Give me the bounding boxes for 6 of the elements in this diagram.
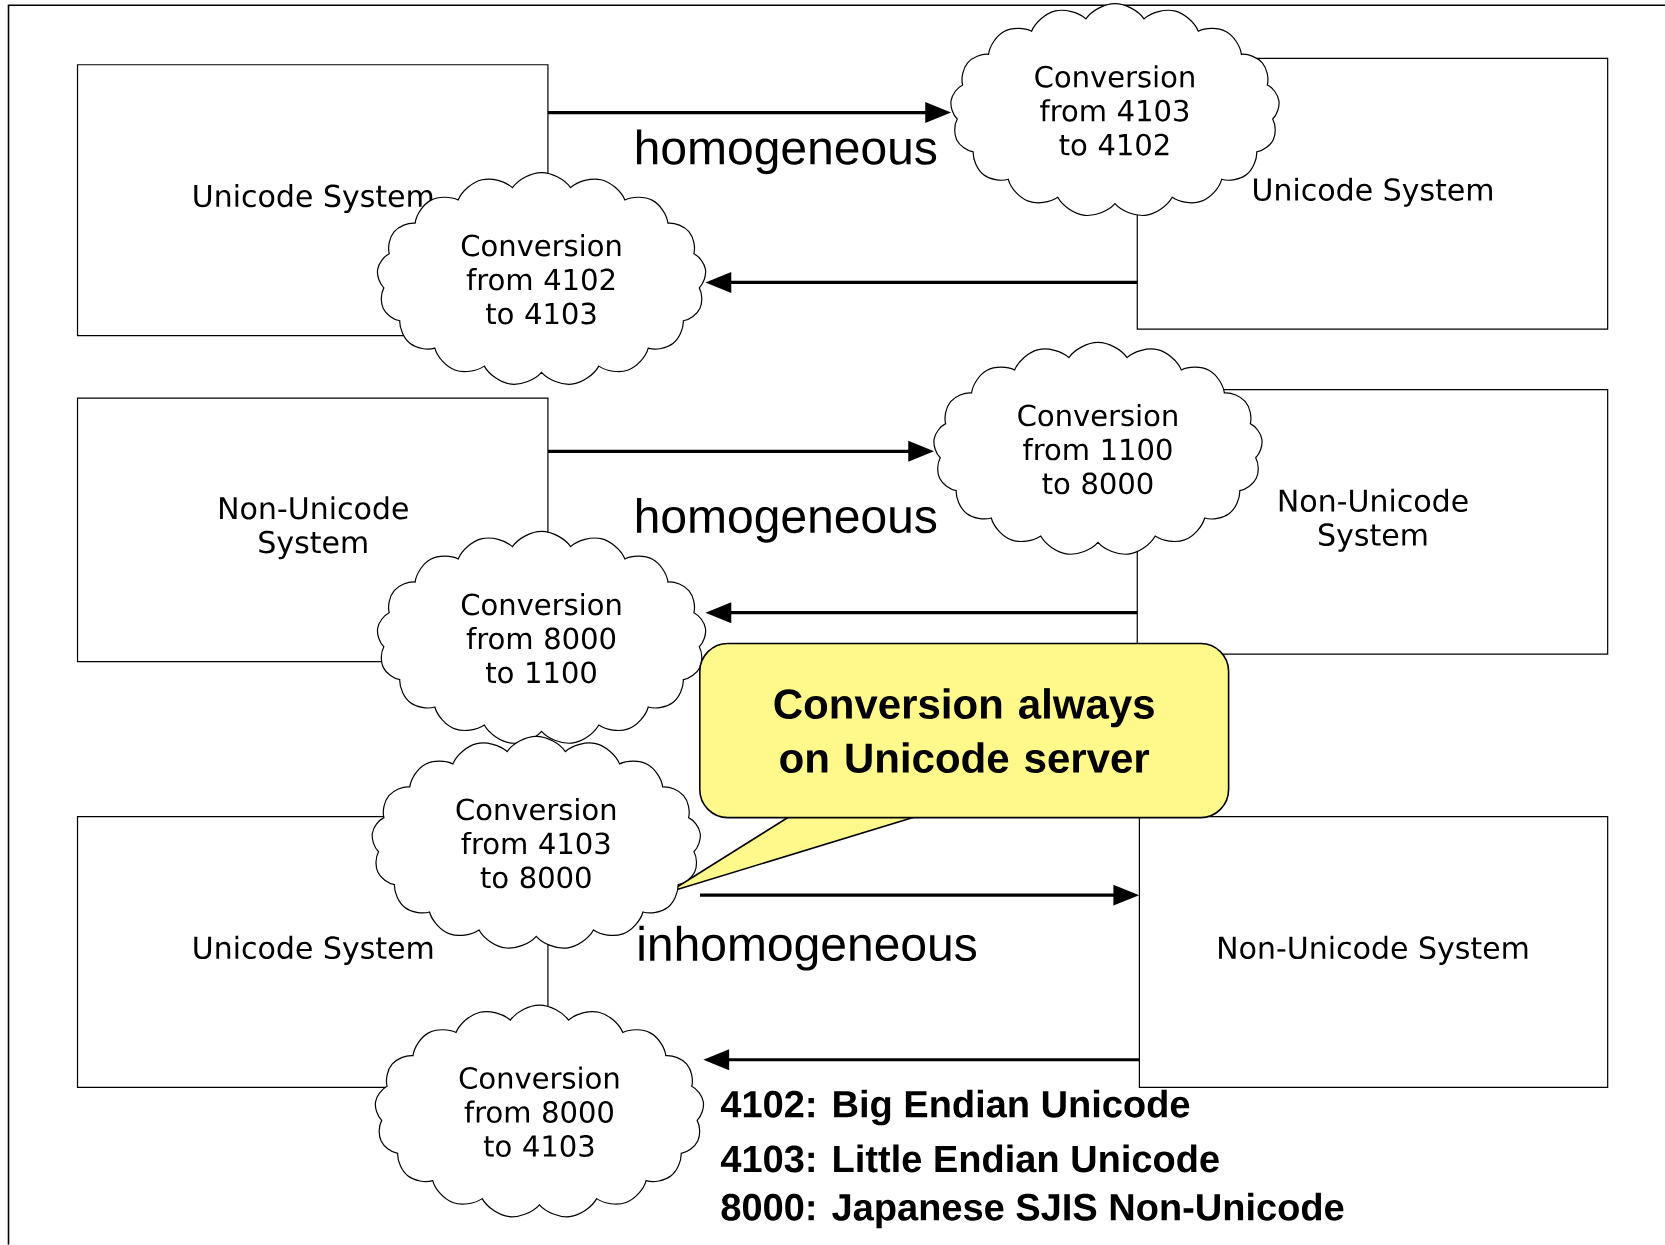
legend-note: 4102: Big Endian Unicode xyxy=(720,1089,1190,1126)
conversion-cloud: Conversion from 8000 to 4103 xyxy=(374,1004,705,1218)
legend-note: 4103: Little Endian Unicode xyxy=(720,1144,1219,1173)
legend-note: 8000: Japanese SJIS Non-Unicode xyxy=(721,1193,1344,1229)
link-type-label: homogeneous xyxy=(637,129,937,175)
system-box: Non-Unicode System xyxy=(1138,816,1609,1089)
